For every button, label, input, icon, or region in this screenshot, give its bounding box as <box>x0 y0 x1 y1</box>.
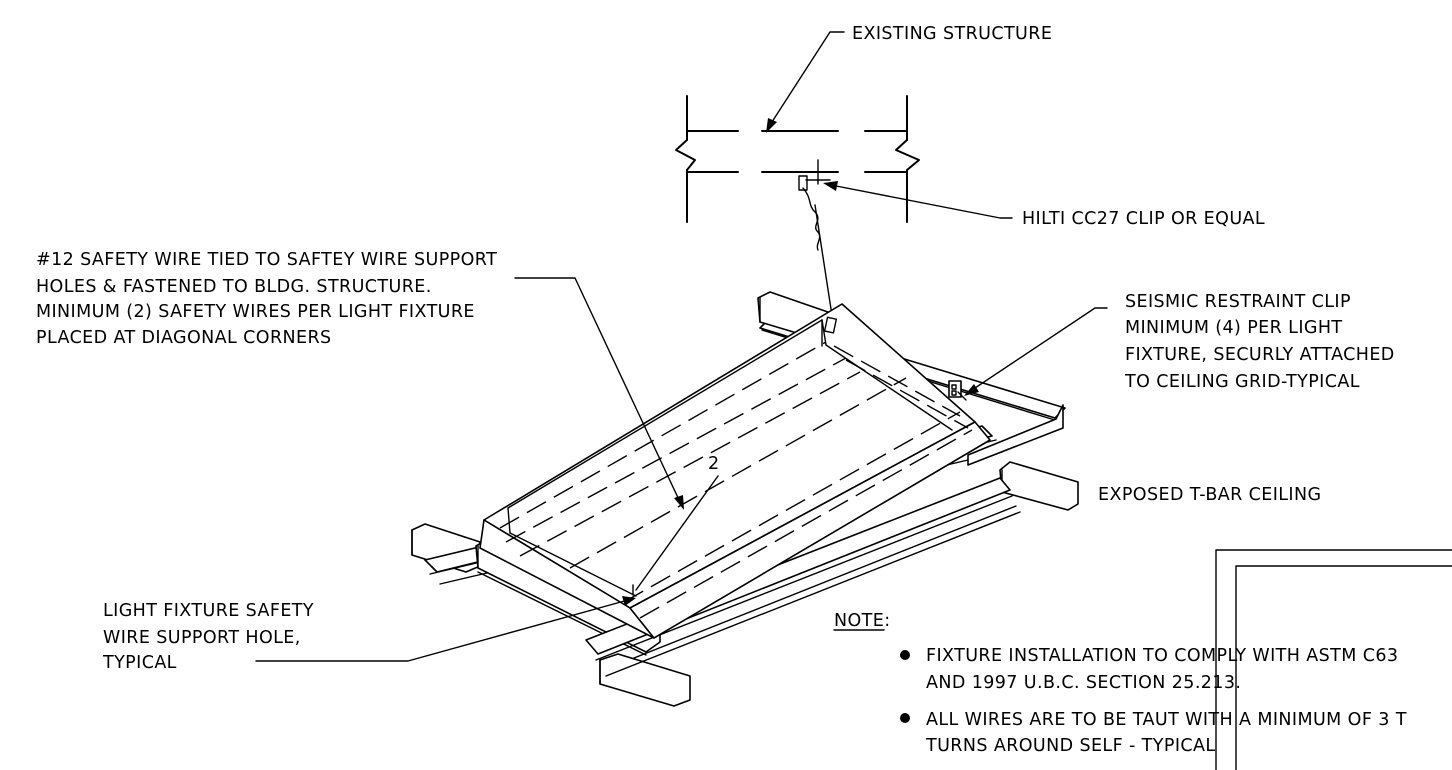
safety-wire-label-line-1: #12 SAFETY WIRE TIED TO SAFTEY WIRE SUPP… <box>36 250 497 270</box>
note-1-line-1: FIXTURE INSTALLATION TO COMPLY WITH ASTM… <box>926 646 1398 666</box>
seismic-clip-label-line-4: TO CEILING GRID-TYPICAL <box>1124 372 1360 392</box>
title-block-border <box>1215 549 1452 770</box>
light-fixture: 2 <box>479 303 991 639</box>
note-2-line-2: TURNS AROUND SELF - TYPICAL <box>925 736 1216 756</box>
existing-structure <box>675 95 920 323</box>
callout-labels: EXISTING STRUCTURE HILTI CC27 CLIP OR EQ… <box>36 24 1395 673</box>
bullet-icon <box>900 650 910 660</box>
support-hole-label-line-3: TYPICAL <box>102 653 177 673</box>
safety-wire-label-line-2: HOLES & FASTENED TO BLDG. STRUCTURE. <box>36 277 432 297</box>
notes: NOTE: FIXTURE INSTALLATION TO COMPLY WIT… <box>833 611 1407 756</box>
seismic-clip-label-line-2: MINIMUM (4) PER LIGHT <box>1125 318 1343 338</box>
support-hole-label-line-2: WIRE SUPPORT HOLE, <box>103 628 301 648</box>
note-1-line-2: AND 1997 U.B.C. SECTION 25.213. <box>926 673 1241 693</box>
existing-structure-label: EXISTING STRUCTURE <box>852 24 1052 44</box>
safety-wire-label-line-4: PLACED AT DIAGONAL CORNERS <box>36 328 332 348</box>
note-heading: NOTE: <box>834 611 891 631</box>
hilti-clip-label: HILTI CC27 CLIP OR EQUAL <box>1022 209 1265 229</box>
seismic-clip-label-line-3: FIXTURE, SECURLY ATTACHED <box>1125 345 1395 365</box>
bullet-icon <box>900 713 910 723</box>
safety-wire-label-line-3: MINIMUM (2) SAFETY WIRES PER LIGHT FIXTU… <box>36 302 475 322</box>
wire-mark: 2 <box>708 454 720 474</box>
leaders <box>255 31 1108 662</box>
t-bar-ceiling-label: EXPOSED T-BAR CEILING <box>1098 485 1321 505</box>
note-2-line-1: ALL WIRES ARE TO BE TAUT WITH A MINIMUM … <box>926 710 1407 730</box>
seismic-clip-label-line-1: SEISMIC RESTRAINT CLIP <box>1125 292 1351 312</box>
support-hole-label-line-1: LIGHT FIXTURE SAFETY <box>103 601 314 621</box>
